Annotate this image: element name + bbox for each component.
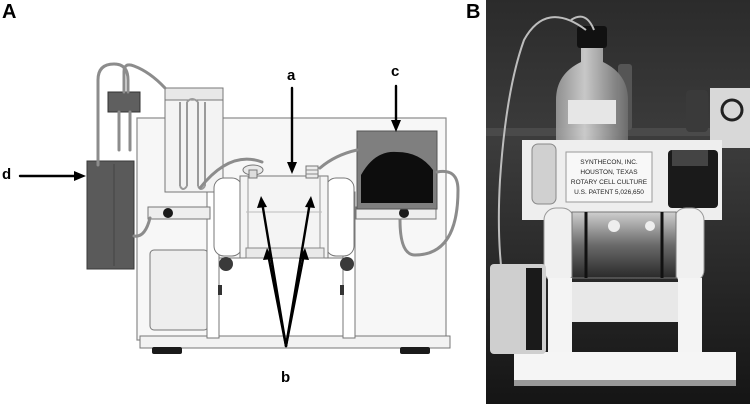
- knob-right: [340, 257, 354, 271]
- photo-oxygenator: [531, 143, 557, 205]
- photo-stand-left: [548, 278, 572, 352]
- foot-left: [152, 347, 182, 354]
- photo-base-shadow: [514, 380, 736, 386]
- nameplate-line-1: SYNTHECON, INC.: [580, 159, 638, 166]
- arrow-b-3: [266, 252, 288, 348]
- photo-vessel-port-1: [608, 220, 620, 232]
- culture-vessel: [239, 175, 329, 259]
- callout-label-a: a: [287, 67, 296, 84]
- oxygenator-coil-loop: [179, 98, 206, 190]
- arrowhead-d: [74, 171, 86, 181]
- vessel-bottom-rim: [245, 247, 325, 259]
- nameplate-line-2: HOUSTON, TEXAS: [580, 169, 638, 176]
- stand-slot-left: [218, 285, 222, 295]
- panel-label-b: B: [466, 1, 481, 23]
- vessel-right-endcap: [325, 177, 355, 257]
- photo-wall-item-2: [686, 90, 708, 132]
- photo-tubing-left: [497, 16, 587, 301]
- oxygenator-cap: [164, 87, 224, 101]
- arrowhead-b-1: [257, 196, 267, 208]
- photo-nameplate-text: SYNTHECON, INC. HOUSTON, TEXAS ROTARY CE…: [571, 159, 648, 196]
- arrowhead-c: [391, 120, 401, 132]
- panel-b-photo: SYNTHECON, INC. HOUSTON, TEXAS ROTARY CE…: [486, 0, 750, 404]
- photo-vessel-right-cap: [673, 207, 705, 283]
- pump-head: [361, 151, 433, 203]
- callout-label-c: c: [391, 63, 400, 80]
- base-plate: [139, 335, 451, 349]
- photo-motor-face: [526, 268, 542, 350]
- arrowhead-a: [287, 162, 297, 174]
- arrowhead-b-4: [299, 248, 309, 260]
- callout-label-b: b: [281, 369, 291, 386]
- photo-pump-top: [672, 150, 708, 166]
- oxygenator-coil: [179, 102, 206, 186]
- photo-biohazard-bin: [710, 88, 750, 148]
- vessel-port-right: [305, 165, 319, 179]
- valve-left-body: [147, 206, 211, 220]
- stand-slot-right: [340, 285, 344, 295]
- photo-nameplate: [565, 151, 653, 203]
- arrowheads: [74, 120, 401, 260]
- vessel-port-stem: [248, 169, 258, 179]
- tubing: [96, 62, 460, 257]
- lower-cabinet: [149, 249, 209, 331]
- photo-vessel-port-2: [645, 221, 655, 231]
- photo-stand-right: [678, 278, 702, 352]
- reservoir-bag: [86, 160, 135, 270]
- photo-base-plate: [514, 352, 736, 382]
- callout-arrows: [18, 84, 398, 348]
- arrowhead-b-3: [263, 248, 273, 260]
- photo-tubing-right: [570, 15, 595, 31]
- photo-stand-bridge: [572, 282, 678, 322]
- panel-label-a: A: [2, 1, 17, 23]
- photo-vessel: [571, 211, 677, 279]
- arrowhead-b-2: [305, 196, 315, 208]
- valve-left-knob: [163, 208, 173, 218]
- reservoir-cap: [107, 91, 141, 113]
- photo-bottle-label: [568, 100, 616, 124]
- knob-left: [219, 257, 233, 271]
- valve-right-knob: [399, 208, 409, 218]
- vessel-left-endcap: [213, 177, 243, 257]
- foot-right: [400, 347, 430, 354]
- photo-vessel-left-cap: [543, 207, 575, 283]
- nameplate-line-4: U.S. PATENT 5,026,650: [574, 189, 644, 196]
- biohazard-icon: [720, 98, 744, 122]
- arrow-b-4: [284, 252, 306, 348]
- photo-bottle-cap: [577, 26, 607, 48]
- panel-a-schematic: [18, 62, 460, 354]
- panel-b-photo-drawing: SYNTHECON, INC. HOUSTON, TEXAS ROTARY CE…: [486, 0, 750, 404]
- nameplate-line-3: ROTARY CELL CULTURE: [571, 179, 648, 186]
- callout-label-d: d: [2, 166, 12, 183]
- oxygenator-frame: [164, 87, 224, 193]
